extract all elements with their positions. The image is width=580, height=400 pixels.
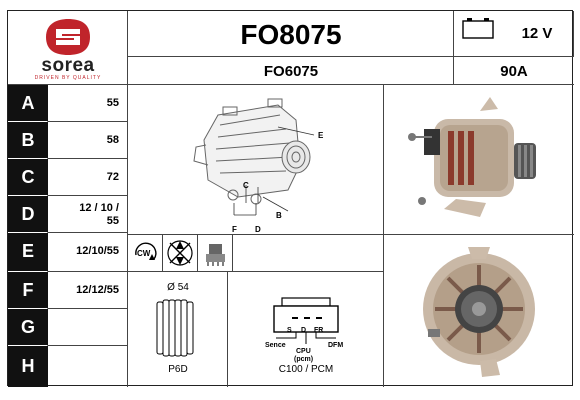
row-letter-g: G xyxy=(8,309,48,346)
part-number-cell: FO8075 xyxy=(128,11,454,57)
alt-reference-cell: FO6075 xyxy=(128,57,454,85)
alternator-front-image xyxy=(423,247,535,377)
label-f: F xyxy=(232,225,237,234)
label-b: B xyxy=(276,211,282,220)
logo-cell: sorea DRIVEN BY QUALITY xyxy=(8,11,128,85)
row-letter-d: D xyxy=(8,196,48,233)
alternator-side-image xyxy=(408,97,536,217)
rotation-cell: CW xyxy=(128,235,163,272)
dimension-diagram: E C B F D xyxy=(128,85,384,235)
connector-left-label: Sence xyxy=(265,342,286,349)
regulator-cell xyxy=(198,235,233,272)
alternator-line-drawing xyxy=(193,98,315,216)
datasheet: sorea DRIVEN BY QUALITY FO8075 FO6075 12… xyxy=(7,10,574,387)
brand-name: sorea xyxy=(41,55,95,76)
label-c: C xyxy=(243,181,249,190)
pulley-diameter: Ø 54 xyxy=(167,282,189,293)
label-d: D xyxy=(255,225,261,234)
clockwise-rotation-icon xyxy=(135,242,157,260)
amperage: 90A xyxy=(500,63,528,80)
pulley-type: P6D xyxy=(168,364,188,375)
row-letter-h: H xyxy=(8,346,48,387)
row-value-d: 12 / 10 /55 xyxy=(48,196,128,233)
alternator-front-photo xyxy=(384,235,574,387)
connector-right-label: DFM xyxy=(328,342,344,349)
brand-tagline: DRIVEN BY QUALITY xyxy=(34,75,102,81)
pulley-icon xyxy=(156,299,194,357)
fan-cell xyxy=(163,235,198,272)
rotation-label: CW xyxy=(137,249,151,258)
alternator-side-photo xyxy=(384,85,574,235)
fan-icon xyxy=(167,240,193,266)
row-letter-c: C xyxy=(8,159,48,196)
pin-fr: FR xyxy=(314,327,324,334)
row-letter-b: B xyxy=(8,122,48,159)
row-value-b: 58 xyxy=(48,122,128,159)
part-number: FO8075 xyxy=(240,19,342,50)
pin-d: D xyxy=(301,327,307,334)
connector-center-sub: (pcm) xyxy=(294,356,314,363)
connector-caption: C100 / PCM xyxy=(278,364,334,375)
row-letter-f: F xyxy=(8,272,48,309)
alt-reference: FO6075 xyxy=(263,63,319,80)
row-value-h xyxy=(48,346,128,387)
label-e: E xyxy=(318,131,324,140)
empty-icon-cell xyxy=(233,235,384,272)
pin-s: S xyxy=(287,327,292,334)
row-value-e: 12/10/55 xyxy=(48,233,128,272)
row-value-c: 72 xyxy=(48,159,128,196)
connector-icon xyxy=(273,297,339,344)
voltage-cell: 12 V xyxy=(454,11,574,57)
regulator-icon xyxy=(206,244,225,266)
connector-cell: S D FR Sence DFM CPU (pcm) C100 / PCM xyxy=(228,272,384,387)
pulley-cell: Ø 54 P6D xyxy=(128,272,228,387)
row-value-g xyxy=(48,309,128,346)
row-letter-e: E xyxy=(8,233,48,272)
row-value-a: 55 xyxy=(48,85,128,122)
row-value-f: 12/12/55 xyxy=(48,272,128,309)
sorea-logo-icon xyxy=(46,19,90,55)
connector-center-label: CPU xyxy=(296,348,311,355)
row-letter-a: A xyxy=(8,85,48,122)
battery-icon xyxy=(462,18,494,39)
amperage-cell: 90A xyxy=(454,57,574,85)
voltage: 12 V xyxy=(521,25,553,42)
